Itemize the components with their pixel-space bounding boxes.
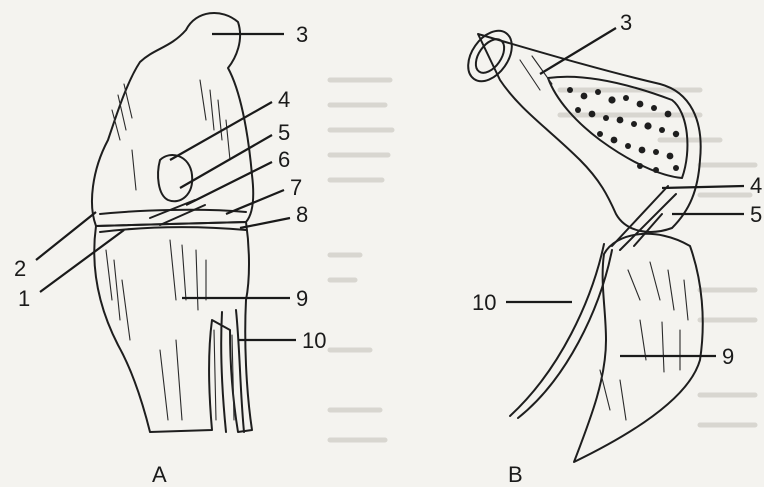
callout-a-7: 7 [290, 175, 302, 200]
callout-b-9: 9 [722, 344, 734, 369]
femur-a [92, 13, 253, 226]
tibia-b [574, 234, 703, 462]
callout-a-10: 10 [302, 328, 326, 353]
callout-a-2: 2 [14, 256, 26, 281]
callout-a-6: 6 [278, 147, 290, 172]
panel-b-drawing [459, 23, 703, 462]
panel-a-callouts: 3 4 5 6 7 8 2 1 9 10 [14, 22, 326, 353]
callout-a-3: 3 [296, 22, 308, 47]
panel-b-callouts: 3 4 5 10 9 [472, 10, 762, 369]
callout-b-10: 10 [472, 290, 496, 315]
callout-a-9: 9 [296, 286, 308, 311]
callout-a-1: 1 [18, 286, 30, 311]
callout-b-4: 4 [750, 173, 762, 198]
fibula-b [510, 244, 612, 418]
panel-b-leaders [506, 28, 744, 356]
callout-b-5: 5 [750, 202, 762, 227]
callout-a-4: 4 [278, 87, 290, 112]
panel-b-label: B [508, 462, 523, 487]
panel-a-leaders [36, 34, 296, 340]
callout-a-8: 8 [296, 202, 308, 227]
trabecular-pattern-b [567, 87, 679, 173]
tibia-a [94, 222, 252, 432]
femur-shaft-end-b [459, 23, 521, 90]
callout-a-5: 5 [278, 120, 290, 145]
callout-b-3: 3 [620, 10, 632, 35]
panel-a-label: A [152, 462, 167, 487]
panel-a-drawing [92, 13, 253, 432]
